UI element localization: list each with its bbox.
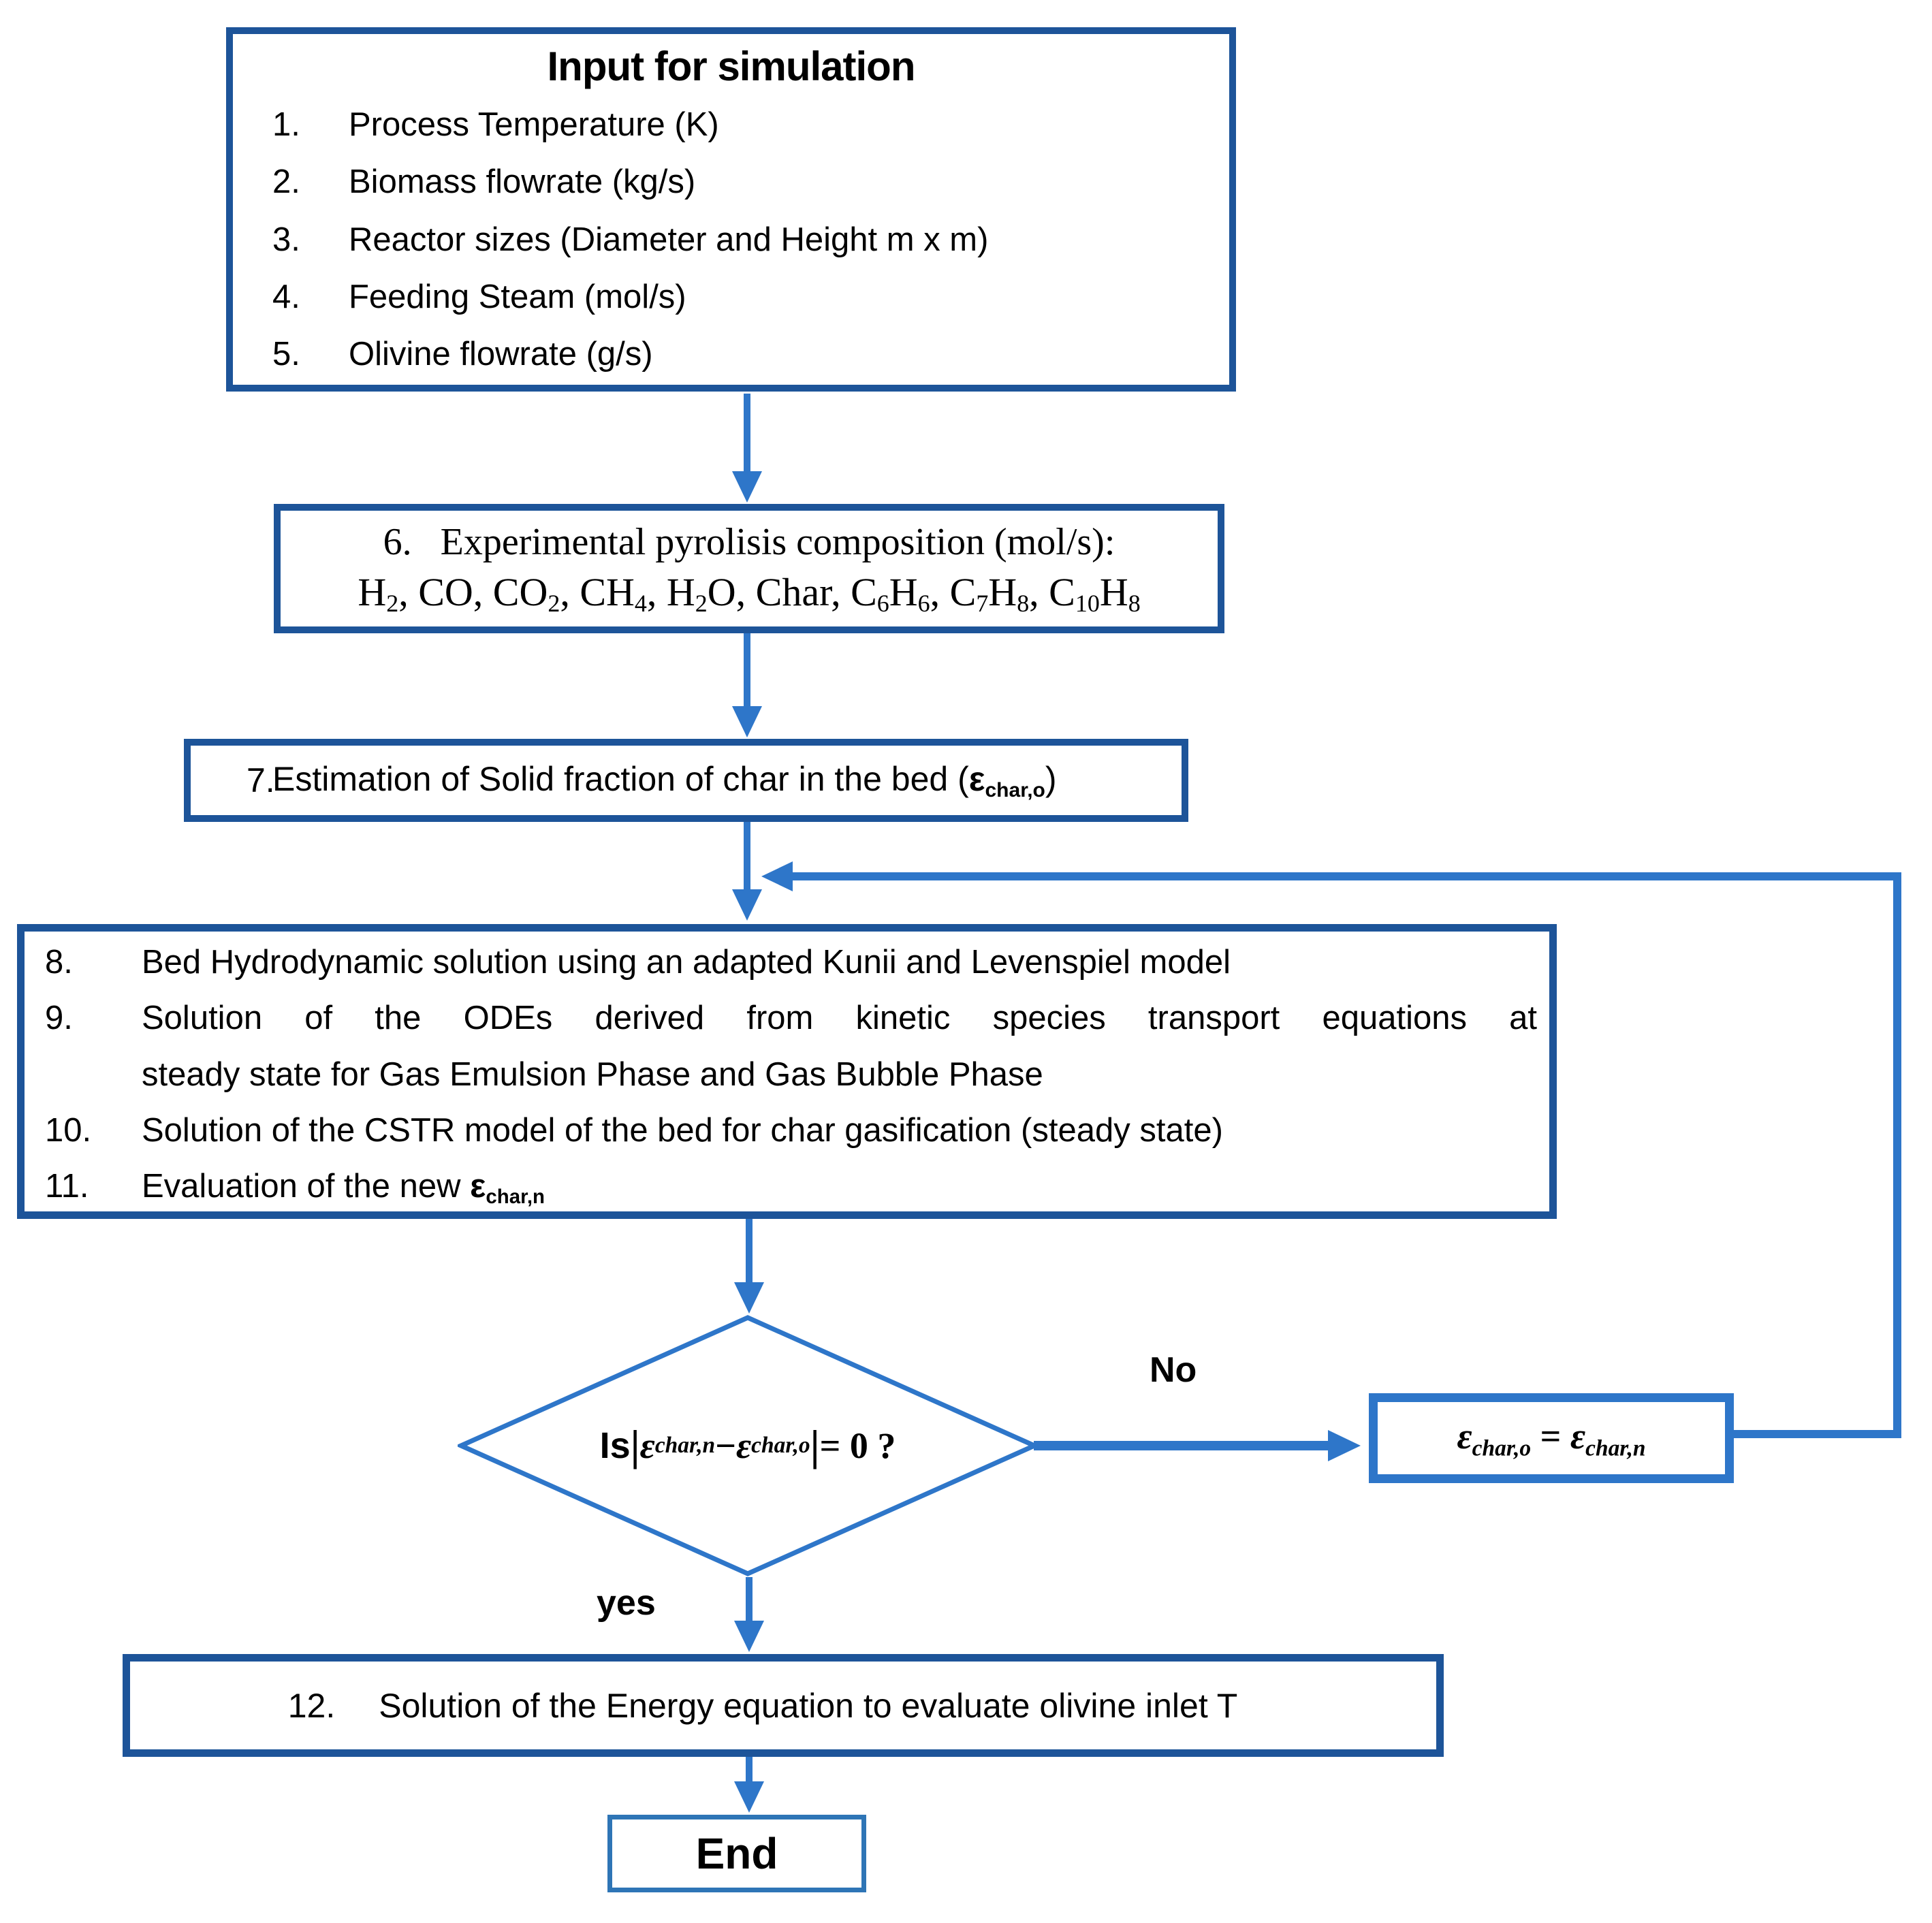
estimation-text: Estimation of Solid fraction of char in … bbox=[272, 759, 1057, 801]
input-box: Input for simulation 1. Process Temperatu… bbox=[226, 27, 1236, 392]
list-item: 8. Bed Hydrodynamic solution using an ada… bbox=[25, 934, 1549, 990]
list-item-number: 9. bbox=[45, 1000, 73, 1037]
pyrolysis-number: 6. bbox=[383, 520, 412, 563]
yes-branch-label: yes bbox=[597, 1583, 656, 1623]
flow-arrow-stem bbox=[744, 633, 750, 708]
arrow-down-icon bbox=[734, 1282, 764, 1314]
assignment-box: εchar,o = εchar,n bbox=[1369, 1393, 1734, 1483]
list-item-text: Solution of the CSTR model of the bed fo… bbox=[142, 1111, 1223, 1149]
arrow-down-icon bbox=[732, 471, 762, 503]
list-item-text: Bed Hydrodynamic solution using an adapt… bbox=[142, 944, 1231, 981]
energy-text: Solution of the Energy equation to evalu… bbox=[379, 1686, 1238, 1725]
list-item: 10. Solution of the CSTR model of the bed… bbox=[25, 1102, 1549, 1158]
list-item-number: 5. bbox=[272, 336, 300, 373]
arrow-down-icon bbox=[732, 706, 762, 737]
assignment-expression: εchar,o = εchar,n bbox=[1457, 1415, 1646, 1461]
list-item-number: 1. bbox=[272, 106, 300, 143]
feedback-line-bottom bbox=[1734, 1430, 1901, 1438]
arrow-down-icon bbox=[732, 889, 762, 921]
arrow-left-icon bbox=[761, 861, 793, 891]
list-item-text: Biomass flowrate (kg/s) bbox=[349, 163, 696, 201]
list-item: 5. Olivine flowrate (g/s) bbox=[247, 325, 1216, 383]
pyrolysis-heading: 6. Experimental pyrolisis composition (m… bbox=[281, 520, 1218, 564]
list-item-text: Evaluation of the new εchar,n bbox=[142, 1168, 545, 1209]
flow-arrow-stem bbox=[744, 394, 750, 474]
feedback-line-right bbox=[1893, 872, 1901, 1438]
hydrodynamic-loop-box: 8. Bed Hydrodynamic solution using an ada… bbox=[17, 924, 1557, 1219]
energy-number: 12. bbox=[287, 1686, 336, 1725]
list-item-number: 8. bbox=[45, 944, 73, 981]
end-label: End bbox=[695, 1829, 778, 1878]
flow-arrow-stem bbox=[746, 1757, 753, 1784]
list-item-text: Olivine flowrate (g/s) bbox=[349, 336, 653, 373]
list-item: 1. Process Temperature (K) bbox=[247, 96, 1216, 153]
arrow-right-icon bbox=[1328, 1430, 1361, 1461]
list-item-number: 4. bbox=[272, 278, 300, 315]
energy-box: 12. Solution of the Energy equation to e… bbox=[123, 1654, 1444, 1757]
diamond-shape bbox=[458, 1315, 1038, 1576]
feedback-line-top bbox=[791, 872, 1901, 880]
no-branch-line bbox=[1034, 1441, 1332, 1450]
loop-item-list: 8. Bed Hydrodynamic solution using an ada… bbox=[25, 934, 1549, 1215]
flow-arrow-stem bbox=[744, 822, 750, 891]
end-box: End bbox=[607, 1815, 866, 1892]
list-item-number: 2. bbox=[272, 163, 300, 201]
list-item-text: Process Temperature (K) bbox=[349, 106, 719, 143]
list-item-text: Solution of the ODEs derived from kineti… bbox=[142, 1000, 1537, 1093]
arrow-down-icon bbox=[734, 1621, 764, 1652]
estimation-box: 7. Estimation of Solid fraction of char … bbox=[184, 739, 1188, 822]
input-box-title: Input for simulation bbox=[547, 44, 916, 89]
flow-arrow-stem bbox=[746, 1577, 753, 1623]
pyrolysis-box: 6. Experimental pyrolisis composition (m… bbox=[274, 504, 1224, 633]
arrow-down-icon bbox=[734, 1781, 764, 1813]
list-item-text: Reactor sizes (Diameter and Height m x m… bbox=[349, 221, 989, 258]
list-item: 2. Biomass flowrate (kg/s) bbox=[247, 153, 1216, 210]
pyrolysis-heading-text: Experimental pyrolisis composition (mol/… bbox=[440, 520, 1115, 563]
list-item-text: Feeding Steam (mol/s) bbox=[349, 278, 686, 315]
no-branch-label: No bbox=[1150, 1350, 1197, 1390]
pyrolysis-species: H2, CO, CO2, CH4, H2O, Char, C6H6, C7H8,… bbox=[358, 569, 1141, 617]
list-item: 11. Evaluation of the new εchar,n bbox=[25, 1158, 1549, 1214]
list-item: 4. Feeding Steam (mol/s) bbox=[247, 268, 1216, 325]
input-item-list: 1. Process Temperature (K) 2. Biomass flowr… bbox=[247, 96, 1216, 383]
list-item-number: 10. bbox=[45, 1111, 92, 1149]
flow-arrow-stem bbox=[746, 1219, 753, 1285]
list-item-number: 11. bbox=[45, 1168, 89, 1205]
list-item: 3. Reactor sizes (Diameter and Height m x… bbox=[247, 211, 1216, 268]
list-item-number: 3. bbox=[272, 221, 300, 258]
estimation-number: 7. bbox=[247, 761, 275, 799]
list-item: 9. Solution of the ODEs derived from kine… bbox=[25, 990, 1549, 1102]
